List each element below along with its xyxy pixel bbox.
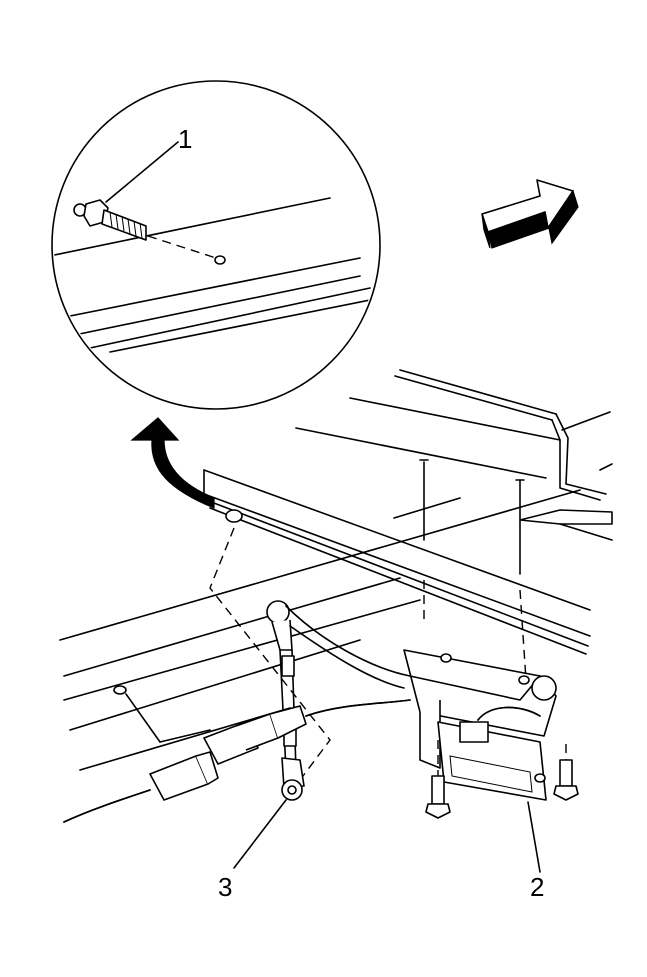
detail-panel-edge (54, 197, 331, 259)
bolt-alignment-line (147, 235, 217, 259)
callout-3-label: 3 (218, 872, 233, 902)
control-module-bracket (403, 649, 579, 873)
forward-arrow-icon (481, 179, 579, 249)
vehicle-underbody (59, 369, 613, 771)
callout-3-leader (233, 799, 287, 869)
module-bolt-icon (553, 759, 579, 801)
callout-1-leader (105, 141, 179, 203)
callout-2-leader (527, 801, 541, 873)
bolt-hole (214, 255, 226, 265)
detail-panel-line (59, 275, 361, 339)
height-sensor-link (209, 527, 411, 869)
detail-view (51, 80, 381, 410)
wiring-harness (63, 685, 411, 823)
callout-2-label: 2 (530, 872, 545, 902)
callout-1-label: 1 (178, 124, 193, 154)
detail-panel-line (109, 297, 378, 353)
link-alignment-line (209, 527, 331, 781)
sensor-mount-point (225, 509, 243, 523)
bolt-icon (73, 199, 147, 241)
detail-panel-line (59, 257, 361, 319)
detail-circle (51, 80, 381, 410)
detail-panel-line (89, 287, 371, 349)
detail-view-arrow-icon (130, 417, 215, 509)
module-bolt-icon (425, 775, 451, 819)
